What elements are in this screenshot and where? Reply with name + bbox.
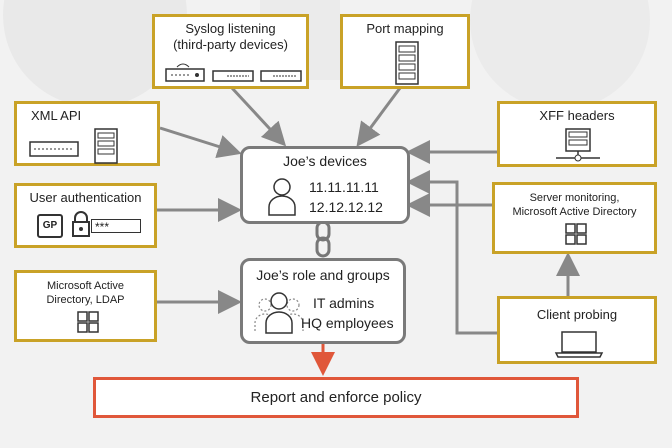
globalprotect-icon: GP bbox=[37, 214, 63, 238]
password-field-icon: *** bbox=[91, 219, 141, 234]
xml-api-title: XML API bbox=[31, 108, 82, 123]
server-monitoring-title-line2: Microsoft Active Directory bbox=[512, 206, 637, 218]
windows-icon bbox=[77, 311, 99, 333]
laptop-icon bbox=[554, 331, 604, 358]
source-xml-api: XML API bbox=[14, 101, 160, 166]
server-rack-icon bbox=[395, 41, 419, 85]
server-monitoring-title-line1: Server monitoring, bbox=[529, 192, 620, 204]
lock-icon bbox=[72, 211, 90, 237]
device-ip-1: 11.11.11.11 bbox=[309, 179, 379, 195]
arrow-portmap-to-devices bbox=[356, 87, 402, 147]
source-port-mapping: Port mapping bbox=[340, 14, 470, 89]
chain-link-icon bbox=[315, 220, 331, 258]
arrow-syslog-to-devices bbox=[230, 86, 287, 147]
device-ip-2: 12.12.12.12 bbox=[309, 199, 383, 215]
devices-title: Joe’s devices bbox=[283, 153, 367, 169]
client-probing-title: Client probing bbox=[536, 307, 618, 322]
firewall-and-server-icon bbox=[29, 128, 118, 164]
port-mapping-title: Port mapping bbox=[366, 21, 444, 36]
source-client-probing: Client probing bbox=[497, 296, 657, 364]
source-ms-ad-ldap: Microsoft Active Directory, LDAP bbox=[14, 270, 157, 342]
windows-icon bbox=[565, 223, 587, 245]
group-hq-employees: HQ employees bbox=[301, 315, 394, 331]
syslog-title-line2: (third-party devices) bbox=[173, 37, 288, 52]
arrow-probing-to-devices bbox=[406, 170, 497, 335]
proxy-server-icon bbox=[556, 128, 600, 162]
arrow-xmlapi-to-devices bbox=[159, 126, 242, 159]
xff-title: XFF headers bbox=[539, 108, 615, 123]
user-icon bbox=[268, 178, 296, 216]
network-device-icons bbox=[165, 63, 302, 82]
ms-ad-title-line2: Directory, LDAP bbox=[46, 294, 125, 306]
source-syslog: Syslog listening (third-party devices) bbox=[152, 14, 309, 89]
joes-devices-box: Joe’s devices 11.11.11.11 12.12.12.12 bbox=[240, 146, 410, 224]
syslog-title-line1: Syslog listening bbox=[185, 21, 276, 36]
report-enforce-policy-box: Report and enforce policy bbox=[93, 377, 579, 418]
joes-role-box: Joe’s role and groups IT admins HQ emplo… bbox=[240, 258, 406, 344]
source-user-authentication: User authentication GP *** bbox=[14, 183, 157, 248]
group-it-admins: IT admins bbox=[313, 295, 375, 311]
role-title: Joe’s role and groups bbox=[256, 267, 390, 283]
user-group-icon bbox=[254, 292, 304, 334]
ms-ad-title-line1: Microsoft Active bbox=[46, 280, 125, 292]
source-xff-headers: XFF headers bbox=[497, 101, 657, 167]
user-auth-title: User authentication bbox=[29, 190, 142, 205]
source-server-monitoring: Server monitoring, Microsoft Active Dire… bbox=[492, 182, 657, 254]
